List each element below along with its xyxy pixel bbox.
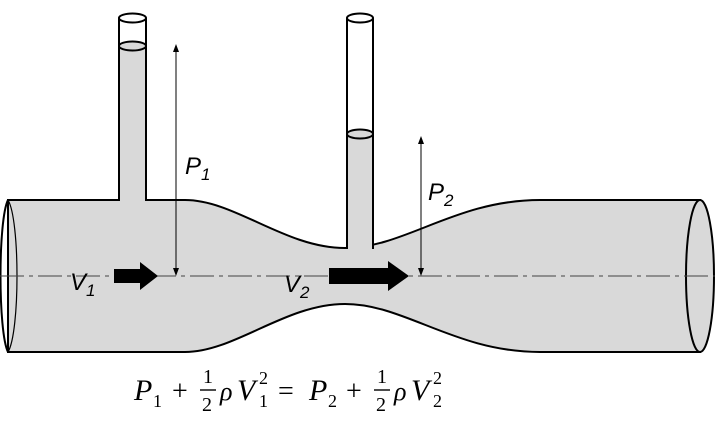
- eq-rhs-v: V: [411, 374, 433, 407]
- tube-2-fluid: [347, 134, 373, 250]
- eq-frac1-den: 2: [202, 394, 212, 416]
- p2-arrow-head-bottom: [418, 268, 424, 276]
- v2-label: V2: [284, 271, 310, 302]
- tube-1-meniscus: [118, 40, 147, 52]
- tube-1-top: [118, 12, 147, 24]
- tube-2-meniscus: [346, 128, 374, 140]
- eq-frac1-num: 1: [203, 366, 213, 388]
- v1-label: V1: [70, 269, 95, 300]
- eq-lhs-v: V: [237, 374, 259, 407]
- p2-arrow-head-top: [418, 136, 424, 144]
- tube-1-fluid: [119, 46, 146, 202]
- eq-rhs-p: P: [308, 374, 327, 407]
- p1-label: P1: [185, 153, 210, 184]
- eq-plus-2: +: [346, 376, 362, 407]
- eq-plus-1: +: [172, 376, 188, 407]
- p1-arrow-head-top: [173, 44, 179, 52]
- bernoulli-equation: P 1 + 1 2 ρ V 2 1 = P 2 + 1 2 ρ V 2 2: [133, 366, 442, 416]
- tube-2-top: [346, 12, 374, 24]
- eq-lhs-v-sup: 2: [259, 368, 268, 388]
- eq-frac2-den: 2: [376, 394, 386, 416]
- p1-arrow-head-bottom: [173, 268, 179, 276]
- eq-lhs-p-sub: 1: [153, 391, 162, 411]
- eq-lhs-v-sub: 1: [259, 391, 268, 411]
- eq-lhs-p: P: [133, 374, 152, 407]
- eq-rho-1: ρ: [219, 377, 232, 406]
- eq-rho-2: ρ: [393, 377, 406, 406]
- eq-frac2-num: 1: [377, 366, 387, 388]
- tube-2-joint-cover: [348, 243, 372, 253]
- tube-1-joint-cover: [120, 196, 145, 204]
- eq-rhs-p-sub: 2: [328, 391, 337, 411]
- v2-flow-arrow: [329, 261, 409, 291]
- eq-equals: =: [278, 376, 294, 407]
- v1-flow-arrow: [114, 262, 158, 290]
- eq-rhs-v-sup: 2: [433, 368, 442, 388]
- eq-rhs-v-sub: 2: [433, 391, 442, 411]
- p2-label: P2: [428, 179, 454, 210]
